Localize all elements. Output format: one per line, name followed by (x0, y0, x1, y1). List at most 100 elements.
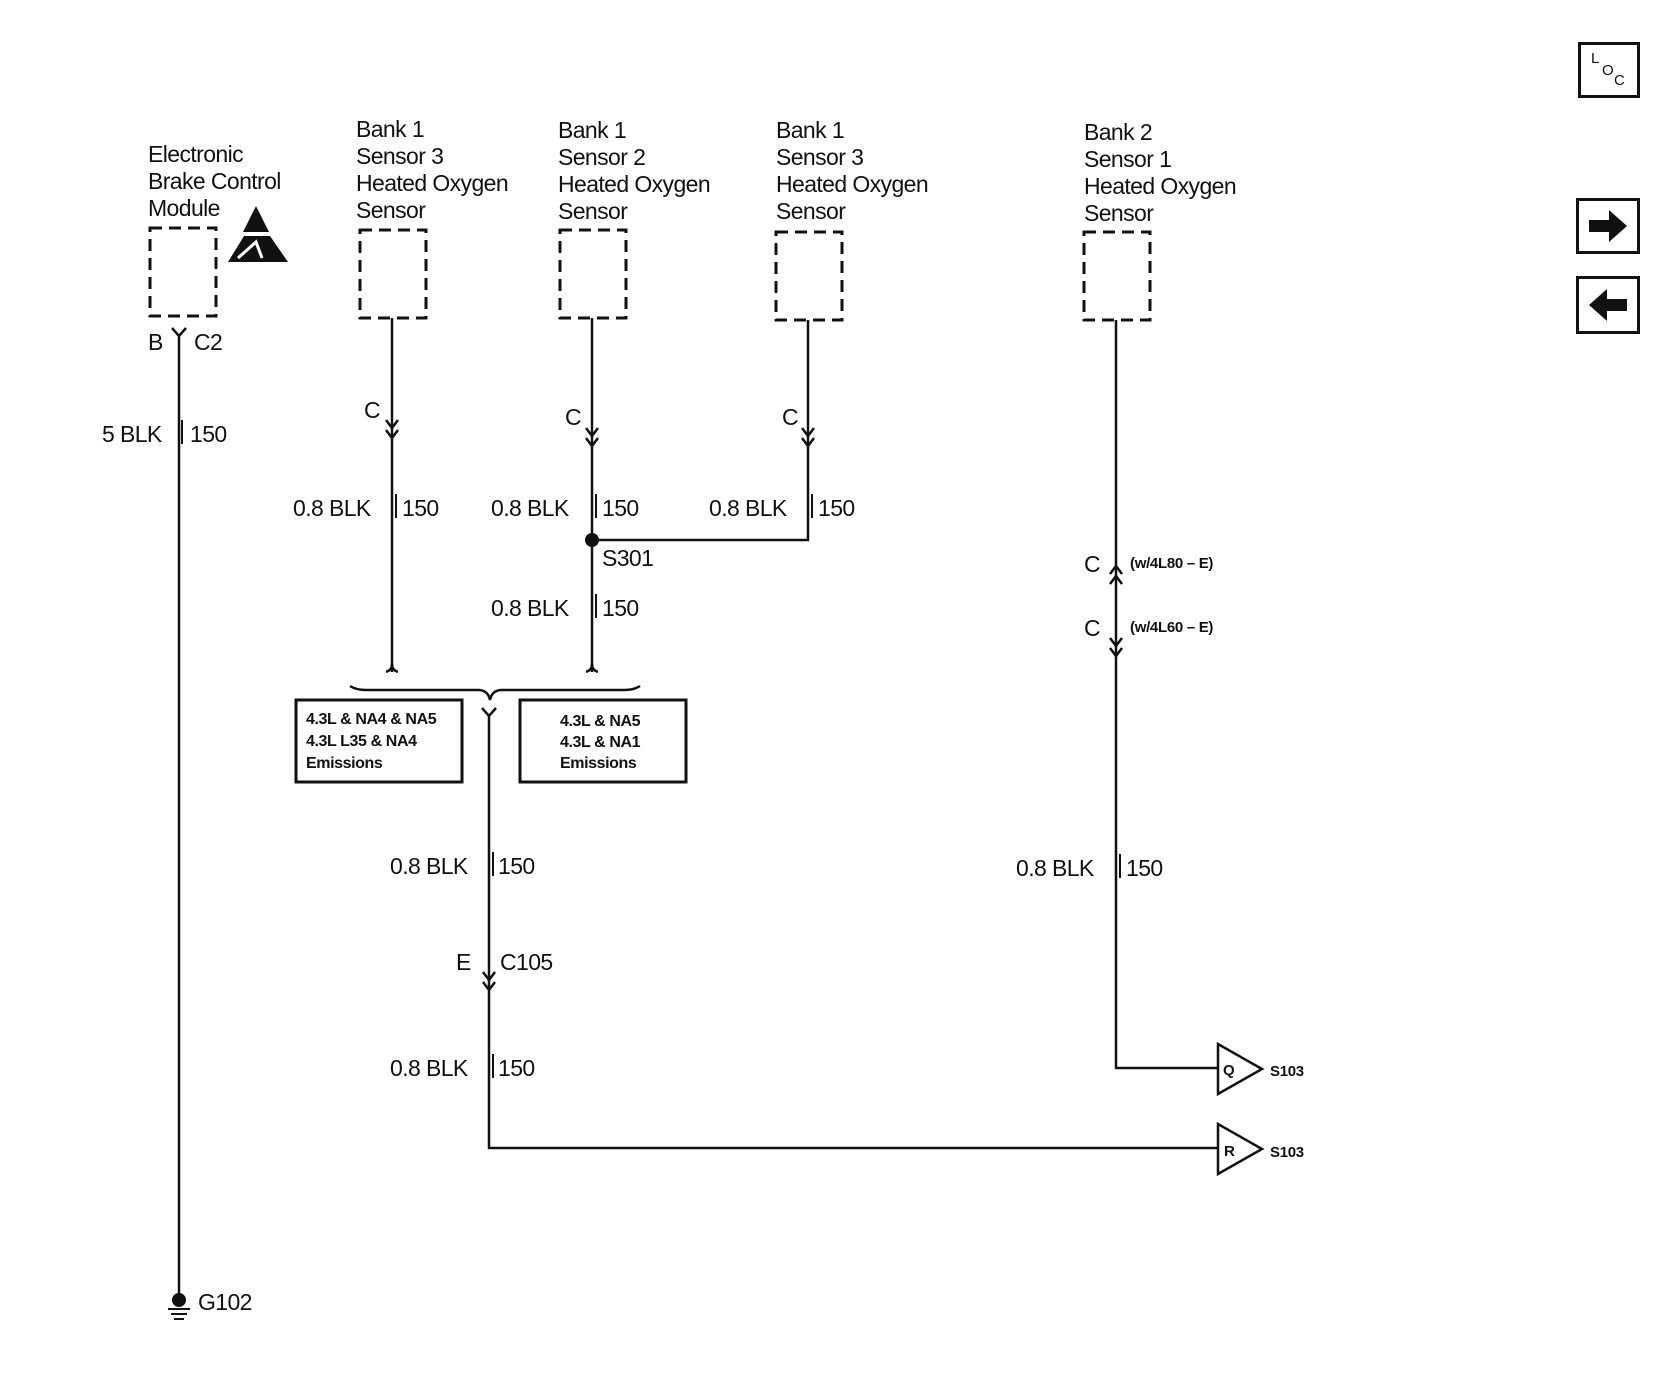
forward-button[interactable] (1576, 198, 1640, 254)
sensor-label-line: Heated Oxygen (356, 170, 508, 196)
sensor-label-line: Sensor (776, 198, 846, 224)
offpage-q-target: S103 (1270, 1063, 1304, 1080)
sensor-label-line: Bank 1 (558, 117, 626, 143)
splice-label: S301 (602, 545, 653, 571)
sensor-box (1082, 230, 1152, 322)
option-text: 4.3L L35 & NA4 (306, 733, 417, 750)
option-text: 4.3L & NA4 & NA5 (306, 711, 437, 728)
ebcm-component: Electronic Brake Control Module (148, 141, 288, 318)
sensor-label-line: Bank 2 (1084, 119, 1152, 145)
sensor2-connector-c: C (565, 404, 581, 430)
ebcm-wire-gauge: 5 BLK (102, 421, 163, 447)
sensor-label-line: Heated Oxygen (1084, 173, 1236, 199)
wire-break-symbol (385, 663, 399, 674)
sensor-b1s3-left: Bank 1 Sensor 3 Heated Oxygen Sensor (356, 116, 509, 320)
option-fork (481, 707, 497, 718)
option-text: 4.3L & NA5 (560, 713, 641, 730)
sensor-b1s2: Bank 1 Sensor 2 Heated Oxygen Sensor (558, 117, 711, 320)
common-ground-wire (487, 716, 1218, 1150)
sensor-box (774, 230, 844, 322)
sensor3-wire-circuit: 150 (818, 495, 855, 521)
arrow-left-icon (1589, 289, 1627, 321)
locator-letter-c: C (1614, 72, 1625, 89)
offpage-r-target: S103 (1270, 1144, 1304, 1161)
w4l60-label: (w/4L60 – E) (1130, 619, 1213, 636)
offpage-r-letter: R (1224, 1143, 1235, 1160)
sensor-b2s1: Bank 2 Sensor 1 Heated Oxygen Sensor (1082, 119, 1237, 322)
connector-arrow-icon (482, 971, 496, 993)
ground-label: G102 (198, 1289, 252, 1315)
sensor3-wire-gauge: 0.8 BLK (709, 495, 788, 521)
sensor-label-line: Bank 1 (356, 116, 424, 142)
common-wire-gauge-2: 0.8 BLK (390, 1055, 469, 1081)
ebcm-pin-label: B (148, 329, 163, 355)
sensor-label-line: Sensor 1 (1084, 146, 1171, 172)
sensor2-wire-gauge: 0.8 BLK (491, 495, 570, 521)
sensor-label-line: Sensor 3 (776, 144, 863, 170)
locator-letter-l: L (1591, 50, 1599, 67)
sensor-label-line: Bank 1 (776, 117, 844, 143)
sensor3-connector-c: C (782, 404, 798, 430)
ground-icon (168, 1293, 190, 1320)
ebcm-box (148, 226, 218, 318)
connector-arrow-icon (585, 427, 599, 449)
sensor-box (358, 228, 428, 320)
connector-arrow-icon (385, 419, 399, 441)
offpage-triangle-icon (1216, 1041, 1265, 1097)
sensor-label-line: Sensor 2 (558, 144, 645, 170)
option-brace (349, 684, 641, 701)
offpage-q-letter: Q (1223, 1062, 1235, 1079)
sensor4-wire-gauge: 0.8 BLK (1016, 855, 1095, 881)
offpage-q: Q S103 (1216, 1041, 1304, 1097)
sensor1-wire-circuit: 150 (402, 495, 439, 521)
ebcm-label-line3: Module (148, 195, 220, 221)
w4l80-label: (w/4L80 – E) (1130, 555, 1213, 572)
common-wire-gauge-1: 0.8 BLK (390, 853, 469, 879)
splice-wire-gauge: 0.8 BLK (491, 595, 570, 621)
sensor4-wire-circuit: 150 (1126, 855, 1163, 881)
common-wire-circuit-2: 150 (498, 1055, 535, 1081)
common-wire-circuit-1: 150 (498, 853, 535, 879)
ebcm-label-line2: Brake Control (148, 168, 281, 194)
sensor4-connector-c-lower: C (1084, 615, 1100, 641)
sensor3-wire (592, 320, 810, 542)
sensor-label-line: Sensor (558, 198, 628, 224)
c105-pin-label: E (456, 949, 471, 975)
arrow-right-icon (1589, 210, 1627, 242)
ebcm-wire-circuit: 150 (190, 421, 227, 447)
sensor4-connector-c-upper: C (1084, 551, 1100, 577)
sensor-b1s3-right: Bank 1 Sensor 3 Heated Oxygen Sensor (774, 117, 929, 322)
option-box-right: 4.3L & NA5 4.3L & NA1 Emissions (518, 698, 688, 784)
sensor-box (558, 228, 628, 320)
ebcm-label-line1: Electronic (148, 141, 243, 167)
wire-break-symbol (585, 663, 599, 674)
option-text: Emissions (560, 755, 637, 772)
sensor4-wire (1114, 320, 1218, 1070)
back-button[interactable] (1576, 276, 1640, 334)
option-box-left: 4.3L & NA4 & NA5 4.3L L35 & NA4 Emission… (294, 698, 464, 784)
offpage-triangle-icon (1216, 1121, 1265, 1177)
sensor-label-line: Heated Oxygen (558, 171, 710, 197)
connector-arrow-up-icon (1109, 563, 1123, 585)
sensor2-wire-circuit: 150 (602, 495, 639, 521)
option-text: 4.3L & NA1 (560, 734, 641, 751)
sensor-label-line: Heated Oxygen (776, 171, 928, 197)
connector-arrow-icon (801, 427, 815, 449)
ebcm-ground-wire (171, 327, 187, 1300)
offpage-r: R S103 (1216, 1121, 1304, 1177)
c105-connector-label: C105 (500, 949, 553, 975)
locator-letter-o: O (1602, 62, 1614, 79)
locator-button[interactable]: L O C (1578, 42, 1640, 98)
sensor1-wire-gauge: 0.8 BLK (293, 495, 372, 521)
ebcm-connector-label: C2 (194, 329, 222, 355)
splice-wire-circuit: 150 (602, 595, 639, 621)
sensor-label-line: Sensor 3 (356, 143, 443, 169)
sensor-label-line: Sensor (356, 197, 426, 223)
sensor-label-line: Sensor (1084, 200, 1154, 226)
sensor1-connector-c: C (364, 397, 380, 423)
option-text: Emissions (306, 755, 383, 772)
locator-icon: L O C (1591, 50, 1625, 89)
esd-warning-icon (228, 206, 288, 262)
connector-arrow-down-icon (1109, 637, 1123, 659)
